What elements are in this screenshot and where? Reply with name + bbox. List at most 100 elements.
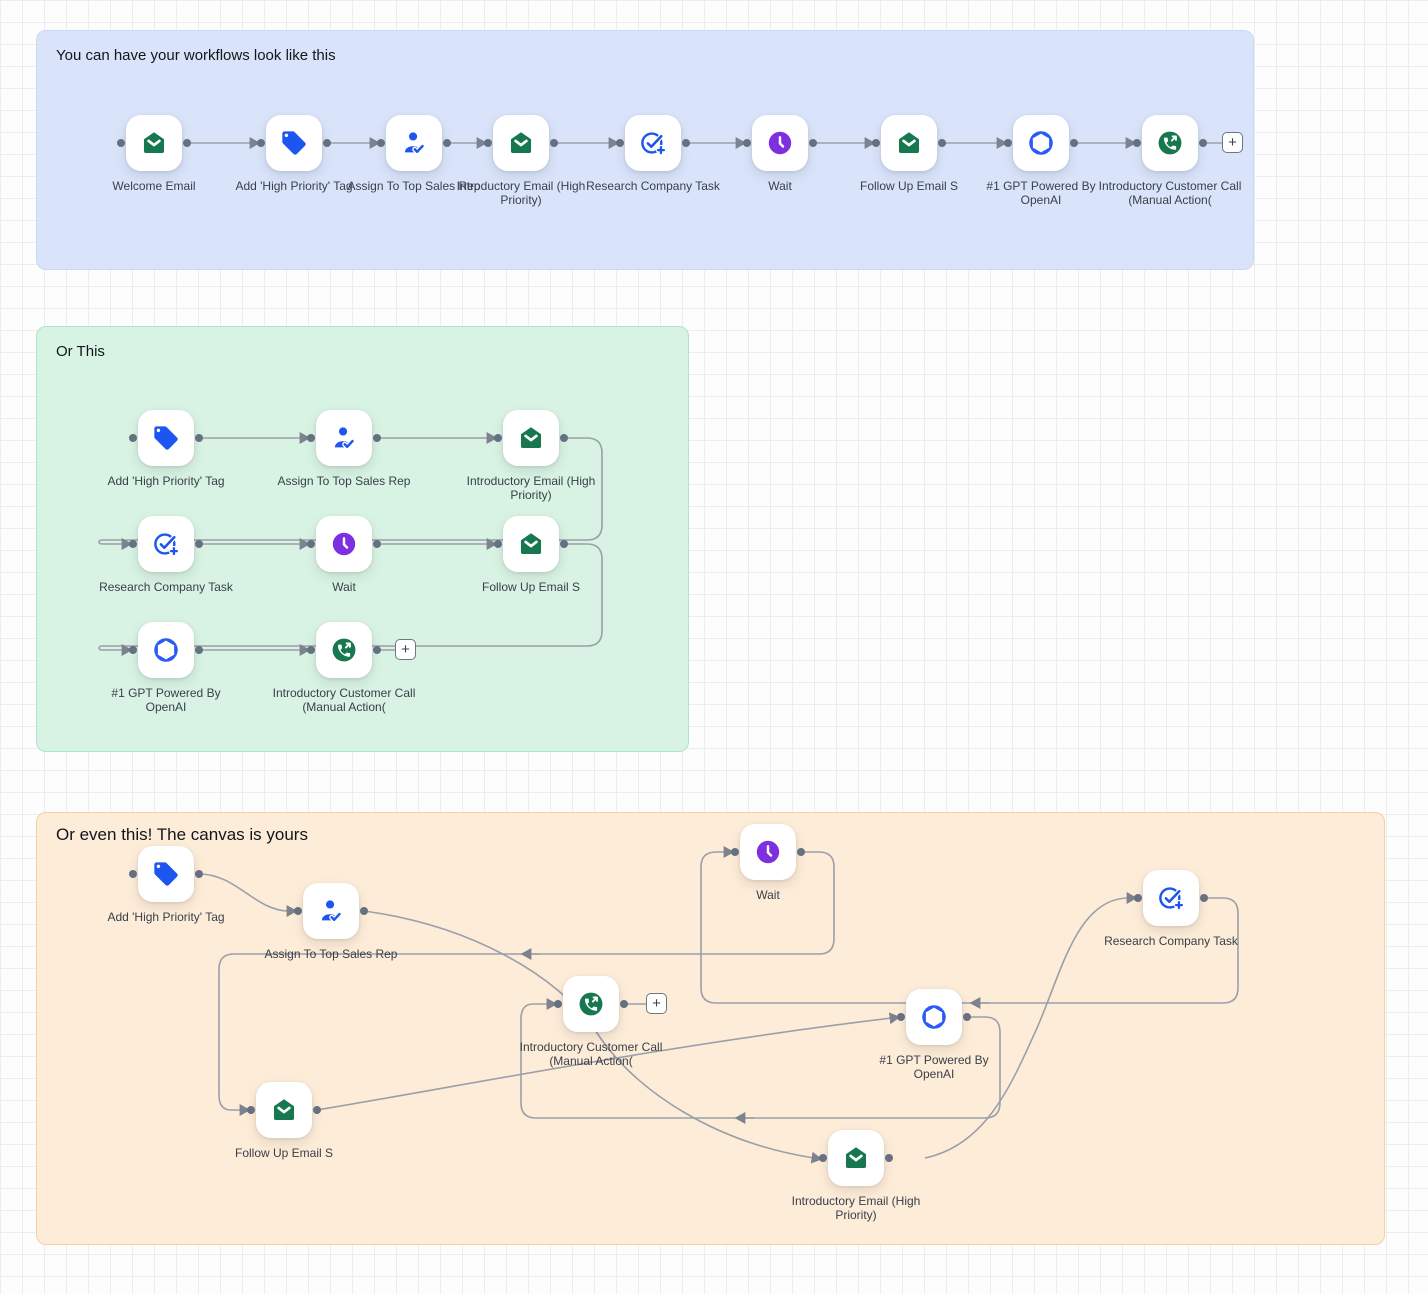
node-customer-call[interactable]: Introductory Customer Call (Manual Actio… — [1099, 115, 1241, 207]
node-wait[interactable]: Wait — [731, 824, 805, 902]
output-port[interactable] — [550, 139, 558, 147]
node-assign-rep[interactable]: Assign To Top Sales Rep — [265, 883, 397, 961]
node-gpt[interactable]: #1 GPT Powered By OpenAI — [879, 989, 989, 1081]
email-icon — [842, 1144, 870, 1172]
input-port[interactable] — [819, 1154, 827, 1162]
input-port[interactable] — [616, 139, 624, 147]
node-label: Research Company Task — [586, 179, 720, 193]
output-port[interactable] — [195, 870, 203, 878]
output-port[interactable] — [443, 139, 451, 147]
input-port[interactable] — [117, 139, 125, 147]
input-port[interactable] — [307, 434, 315, 442]
input-port[interactable] — [294, 907, 302, 915]
input-port[interactable] — [494, 434, 502, 442]
node-label: Wait — [756, 888, 780, 902]
node-research-task[interactable]: Research Company Task — [1104, 870, 1238, 948]
output-port[interactable] — [560, 540, 568, 548]
node-label: #1 GPT Powered By OpenAI — [111, 686, 221, 715]
input-port[interactable] — [494, 540, 502, 548]
node-add-tag[interactable]: Add 'High Priority' Tag — [107, 846, 225, 924]
input-port[interactable] — [554, 1000, 562, 1008]
output-port[interactable] — [323, 139, 331, 147]
output-port[interactable] — [1200, 894, 1208, 902]
output-port[interactable] — [195, 434, 203, 442]
node-follow-up-email[interactable]: Follow Up Email S — [482, 516, 580, 594]
output-port[interactable] — [373, 540, 381, 548]
task-check-icon — [152, 530, 180, 558]
node-wait[interactable]: Wait — [307, 516, 381, 594]
node-label: Add 'High Priority' Tag — [235, 179, 353, 193]
node-add-tag[interactable]: Add 'High Priority' Tag — [107, 410, 225, 488]
output-port[interactable] — [938, 139, 946, 147]
output-port[interactable] — [620, 1000, 628, 1008]
output-port[interactable] — [560, 434, 568, 442]
input-port[interactable] — [484, 139, 492, 147]
output-port[interactable] — [313, 1106, 321, 1114]
input-port[interactable] — [129, 646, 137, 654]
node-label: Add 'High Priority' Tag — [107, 910, 225, 924]
node-intro-email[interactable]: Introductory Email (High Priority) — [792, 1130, 920, 1222]
output-port[interactable] — [195, 646, 203, 654]
node-follow-up-email[interactable]: Follow Up Email S — [235, 1082, 333, 1160]
node-label: Introductory Email (High Priority) — [466, 474, 596, 503]
input-port[interactable] — [307, 646, 315, 654]
output-port[interactable] — [963, 1013, 971, 1021]
panel-grid-example: Or This Add 'High Priority' Tag Assign T… — [36, 326, 689, 752]
task-check-icon — [639, 129, 667, 157]
input-port[interactable] — [1004, 139, 1012, 147]
add-step-button[interactable]: + — [646, 993, 667, 1014]
input-port[interactable] — [743, 139, 751, 147]
phone-outbound-icon — [330, 636, 358, 664]
input-port[interactable] — [129, 434, 137, 442]
node-customer-call[interactable]: Introductory Customer Call (Manual Actio… — [520, 976, 662, 1068]
input-port[interactable] — [129, 870, 137, 878]
input-port[interactable] — [872, 139, 880, 147]
add-step-button[interactable]: + — [395, 639, 416, 660]
input-port[interactable] — [1133, 139, 1141, 147]
node-intro-email[interactable]: Introductory Email (High Priority) — [457, 115, 585, 207]
node-follow-up-email[interactable]: Follow Up Email S — [860, 115, 958, 193]
node-assign-rep[interactable]: Assign To Top Sales Rep — [348, 115, 480, 193]
node-label: Follow Up Email S — [234, 1146, 334, 1160]
node-label: Wait — [768, 179, 792, 193]
input-port[interactable] — [731, 848, 739, 856]
node-welcome-email[interactable]: Welcome Email — [112, 115, 196, 193]
email-icon — [517, 530, 545, 558]
add-step-button[interactable]: + — [1222, 132, 1243, 153]
panel-title: Or This — [56, 343, 105, 360]
output-port[interactable] — [682, 139, 690, 147]
input-port[interactable] — [897, 1013, 905, 1021]
input-port[interactable] — [257, 139, 265, 147]
output-port[interactable] — [195, 540, 203, 548]
person-check-icon — [317, 897, 345, 925]
node-wait[interactable]: Wait — [743, 115, 817, 193]
output-port[interactable] — [373, 434, 381, 442]
input-port[interactable] — [1134, 894, 1142, 902]
node-research-task[interactable]: Research Company Task — [99, 516, 233, 594]
node-intro-email[interactable]: Introductory Email (High Priority) — [467, 410, 595, 502]
node-label: Wait — [332, 580, 356, 594]
node-label: Research Company Task — [99, 580, 233, 594]
input-port[interactable] — [247, 1106, 255, 1114]
workflow-edge — [198, 873, 298, 917]
output-port[interactable] — [360, 907, 368, 915]
output-port[interactable] — [1070, 139, 1078, 147]
email-icon — [140, 129, 168, 157]
node-label: Welcome Email — [112, 179, 196, 193]
node-customer-call[interactable]: Introductory Customer Call (Manual Actio… — [273, 622, 415, 714]
node-research-task[interactable]: Research Company Task — [586, 115, 720, 193]
output-port[interactable] — [797, 848, 805, 856]
node-label: Research Company Task — [1104, 934, 1238, 948]
node-assign-rep[interactable]: Assign To Top Sales Rep — [278, 410, 410, 488]
output-port[interactable] — [183, 139, 191, 147]
output-port[interactable] — [1199, 139, 1207, 147]
output-port[interactable] — [809, 139, 817, 147]
node-gpt[interactable]: #1 GPT Powered By OpenAI — [111, 622, 221, 714]
input-port[interactable] — [377, 139, 385, 147]
output-port[interactable] — [373, 646, 381, 654]
input-port[interactable] — [307, 540, 315, 548]
input-port[interactable] — [129, 540, 137, 548]
node-add-tag[interactable]: Add 'High Priority' Tag — [235, 115, 353, 193]
node-gpt[interactable]: #1 GPT Powered By OpenAI — [986, 115, 1096, 207]
output-port[interactable] — [885, 1154, 893, 1162]
